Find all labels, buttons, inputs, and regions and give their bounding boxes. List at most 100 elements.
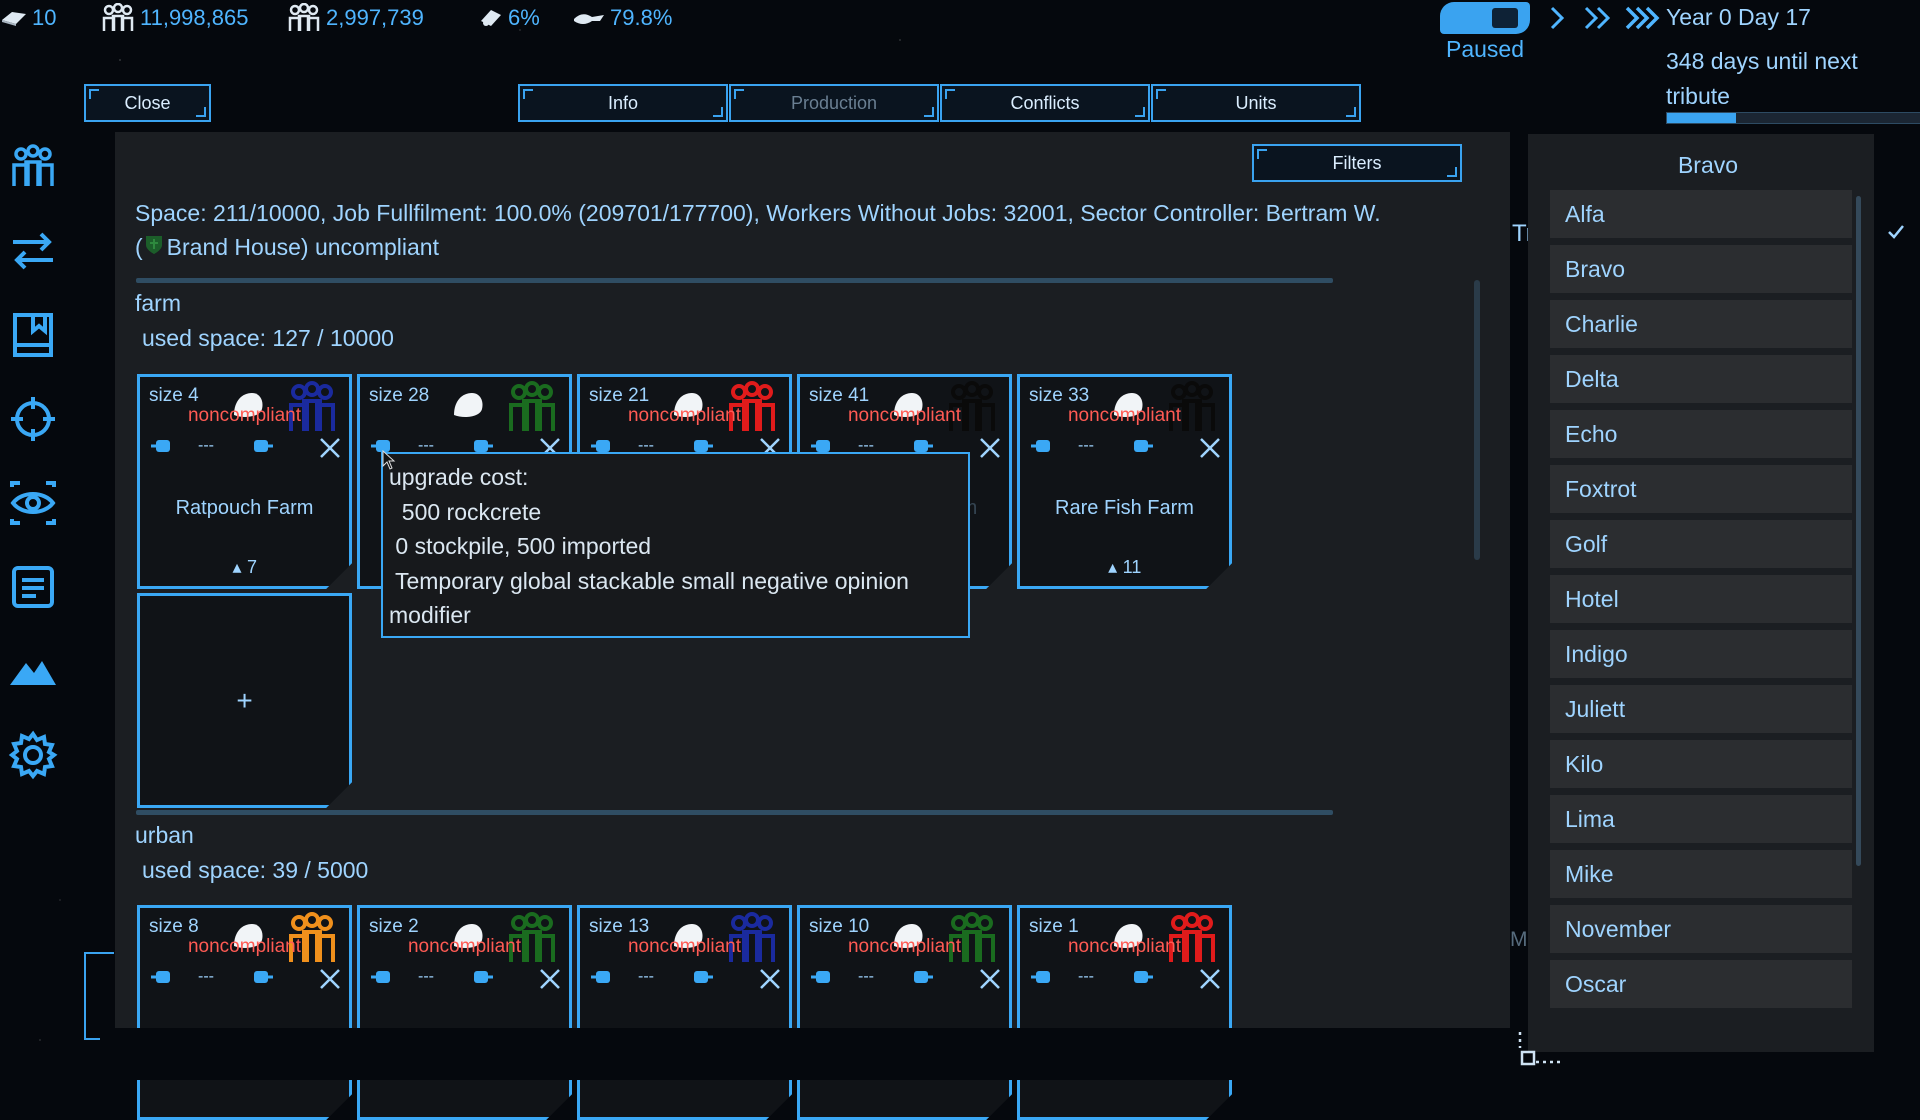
priority-icon	[591, 971, 610, 983]
sector-list-item[interactable]: Charlie	[1550, 300, 1852, 348]
sector-list-item[interactable]: Hotel	[1550, 575, 1852, 623]
tab-units[interactable]: Units	[1151, 84, 1361, 122]
building-card[interactable]: size 33 noncompliant --- Rare Fish Farm …	[1017, 374, 1232, 589]
upgrade-button[interactable]	[1130, 437, 1154, 460]
sidebar-terrain-button[interactable]	[8, 646, 58, 696]
sector-summary: Space: 211/10000, Job Fullfilment: 100.0…	[135, 196, 1455, 264]
downgrade-button[interactable]	[810, 437, 834, 460]
demolish-button[interactable]	[978, 436, 1002, 465]
downgrade-button[interactable]	[150, 437, 174, 460]
surveillance-icon	[10, 481, 56, 525]
summary-line-1: Space: 211/10000, Job Fullfilment: 100.0…	[135, 200, 1381, 226]
output-icon: ▴	[1108, 557, 1118, 577]
sector-list-item[interactable]: Foxtrot	[1550, 465, 1852, 513]
downgrade-button[interactable]	[590, 968, 614, 991]
double-chevron-icon	[1584, 6, 1611, 30]
tab-conflicts[interactable]: Conflicts	[940, 84, 1150, 122]
sector-list-item[interactable]: November	[1550, 905, 1852, 953]
upgrade-button[interactable]	[470, 968, 494, 991]
downgrade-button[interactable]	[1030, 968, 1054, 991]
panel-scrollbar[interactable]	[1474, 280, 1480, 560]
codex-icon	[13, 313, 53, 357]
sidebar-settings-button[interactable]	[8, 730, 58, 780]
sector-list-item[interactable]: Alfa	[1550, 190, 1852, 238]
filters-button[interactable]: Filters	[1252, 144, 1462, 182]
sidebar-trade-button[interactable]	[8, 226, 58, 276]
building-card[interactable]: size 10 noncompliant ---	[797, 905, 1012, 1120]
building-size: size 1	[1029, 916, 1079, 937]
downgrade-button[interactable]	[1030, 437, 1054, 460]
upgrade-button[interactable]	[250, 437, 274, 460]
sector-list-item[interactable]: Echo	[1550, 410, 1852, 458]
product-icon	[668, 387, 708, 428]
speed-1-button[interactable]	[1546, 4, 1570, 37]
priority-icon	[371, 440, 390, 452]
compliance-status: noncompliant	[627, 405, 742, 426]
demolish-button[interactable]	[318, 967, 342, 996]
tooltip-line: 500 rockcrete	[389, 498, 542, 525]
sector-list-item[interactable]: Mike	[1550, 850, 1852, 898]
sidebar-surveillance-button[interactable]	[8, 478, 58, 528]
upgrade-button[interactable]	[250, 968, 274, 991]
demolish-button[interactable]	[758, 967, 782, 996]
upgrade-button[interactable]	[910, 437, 934, 460]
close-button[interactable]: Close	[84, 84, 211, 122]
sector-list-item[interactable]: Delta	[1550, 355, 1852, 403]
sector-list-item[interactable]: Bravo	[1550, 245, 1852, 293]
upgrade-button[interactable]	[690, 968, 714, 991]
building-card[interactable]: size 13 noncompliant --- Blackpowder Fir…	[577, 905, 792, 1120]
resize-handle-icon[interactable]	[1516, 1028, 1564, 1073]
upgrade-button[interactable]	[1130, 968, 1154, 991]
product-icon	[228, 918, 268, 959]
unrest-stat: 6%	[478, 4, 540, 32]
building-card[interactable]: size 8 noncompliant --- Synthetic Chemic…	[137, 905, 352, 1120]
pause-toggle[interactable]	[1440, 2, 1530, 34]
sidebar-codex-button[interactable]	[8, 310, 58, 360]
section-divider	[136, 810, 1333, 815]
demolish-button[interactable]	[978, 967, 1002, 996]
downgrade-button[interactable]	[370, 437, 394, 460]
downgrade-button[interactable]	[810, 968, 834, 991]
upgrade-button[interactable]	[690, 437, 714, 460]
speed-3-button[interactable]	[1624, 4, 1664, 37]
sector-list-title: Bravo	[1677, 152, 1739, 178]
priority-icon	[254, 971, 273, 983]
building-card[interactable]: size 1 noncompliant ---	[1017, 905, 1232, 1120]
demolish-button[interactable]	[1198, 436, 1222, 465]
workers-icon	[505, 381, 559, 438]
priority-icon	[914, 971, 933, 983]
unrest-value: 6%	[508, 5, 540, 30]
downgrade-button[interactable]	[590, 437, 614, 460]
workers-icon	[1165, 912, 1219, 969]
panel-bottom-edge	[100, 1028, 1540, 1080]
sector-list-scrollbar[interactable]	[1856, 196, 1861, 866]
tab-production[interactable]: Production	[729, 84, 939, 122]
collapsed-panel-tab[interactable]	[84, 952, 114, 1040]
downgrade-button[interactable]	[370, 968, 394, 991]
tab-info[interactable]: Info	[518, 84, 728, 122]
sidebar-target-button[interactable]	[8, 394, 58, 444]
sector-list-item[interactable]: Oscar	[1550, 960, 1852, 1008]
sector-list-item[interactable]: Juliett	[1550, 685, 1852, 733]
building-card[interactable]: size 4 noncompliant --- Ratpouch Farm ▴ …	[137, 374, 352, 589]
demolish-button[interactable]	[1198, 967, 1222, 996]
sector-list-item[interactable]: Lima	[1550, 795, 1852, 843]
sector-list-item[interactable]: Kilo	[1550, 740, 1852, 788]
demolish-button[interactable]	[318, 436, 342, 465]
sidebar-log-button[interactable]	[8, 562, 58, 612]
upgrade-button[interactable]	[910, 968, 934, 991]
building-card[interactable]: size 2 noncompliant ---	[357, 905, 572, 1120]
workers-icon	[725, 381, 779, 438]
add-building-button[interactable]: +	[137, 593, 352, 808]
speed-2-button[interactable]	[1582, 4, 1616, 37]
downgrade-button[interactable]	[150, 968, 174, 991]
upgrade-button[interactable]	[470, 437, 494, 460]
sector-list-item[interactable]: Indigo	[1550, 630, 1852, 678]
building-size: size 33	[1029, 385, 1090, 406]
sidebar-population-button[interactable]	[8, 142, 58, 192]
sector-list-item[interactable]: Golf	[1550, 520, 1852, 568]
demolish-button[interactable]	[538, 967, 562, 996]
workforce-icon	[286, 3, 322, 33]
workforce-stat: 2,997,739	[286, 3, 424, 33]
approval-icon	[572, 7, 606, 29]
